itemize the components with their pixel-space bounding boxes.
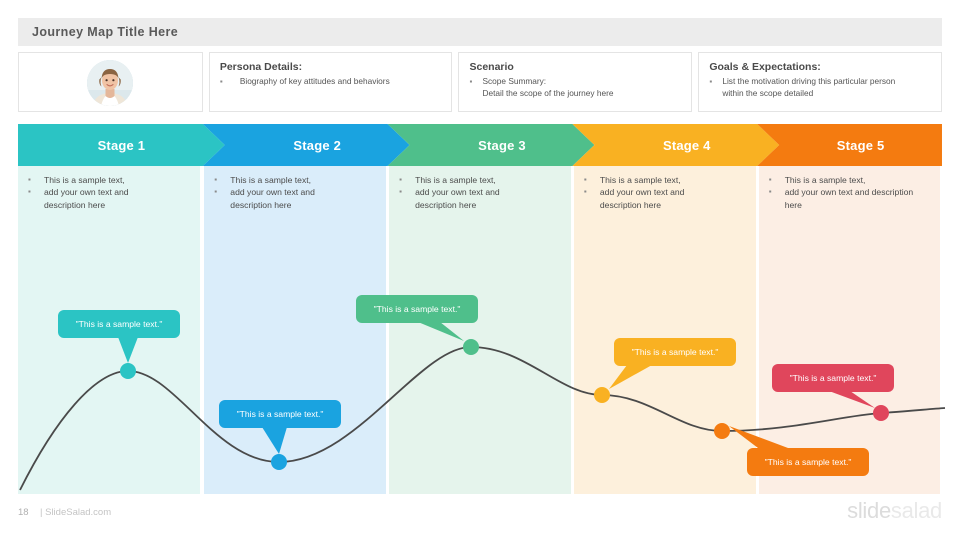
callout-bubble-text: "This is a sample text."	[631, 347, 719, 357]
stage-header-label: Stage 4	[662, 137, 711, 153]
callout-bubble-4[interactable]: "This is a sample text."	[614, 338, 736, 366]
stage-bullet-text: add your own text and	[230, 187, 315, 198]
callout-bubble-text: "This is a sample text."	[75, 319, 163, 329]
stage-column-text-2: ▪ This is a sample text, ▪ add your own tex…	[204, 166, 386, 211]
page-title: Journey Map Title Here	[32, 25, 179, 39]
stage-column-3: ▪ This is a sample text, ▪ add your own tex…	[389, 166, 571, 494]
stage-bullet: ▪ This is a sample text,	[399, 174, 561, 186]
persona-details-bullet: ▪ Biography of key attitudes and behavio…	[220, 76, 442, 88]
goals-bullet: ▪ List the motivation driving this parti…	[709, 76, 931, 88]
stage-bullet: ▪ add your own text and	[584, 186, 746, 198]
stage-bullet-continuation: description here	[44, 199, 106, 210]
goals-expectations-heading: Goals & Expectations:	[709, 61, 821, 73]
persona-info-row: Persona Details: ▪ Biography of key atti…	[18, 52, 943, 112]
slide-title-bar: Journey Map Title Here	[18, 18, 942, 46]
scenario-card: Scenario ▪ Scope Summary: Detail the sco…	[458, 52, 693, 112]
bullet-dot-icon: ▪	[583, 175, 587, 184]
callout-bubble-text: "This is a sample text."	[789, 373, 877, 383]
stage-column-text-5: ▪ This is a sample text, ▪ add your own tex…	[759, 166, 941, 211]
stage-column-text-1: ▪ This is a sample text, ▪ add your own tex…	[18, 166, 200, 211]
stage-header-label: Stage 2	[293, 137, 342, 153]
stage-bullet-text: This is a sample text,	[415, 175, 496, 185]
bullet-dot-icon: ▪	[214, 187, 218, 197]
person-photo-avatar-icon	[87, 60, 134, 106]
persona-details-heading: Persona Details:	[219, 61, 303, 73]
slidesalad-logo: slidesalad	[847, 498, 942, 524]
stage-bullet: ▪ add your own text and	[399, 186, 561, 198]
callout-bubble-text: "This is a sample text."	[764, 457, 852, 467]
stage-header-3[interactable]: Stage 3	[387, 124, 595, 166]
persona-avatar-card	[18, 52, 203, 112]
stage-bullet-text: add your own text and	[44, 187, 129, 198]
bullet-dot-icon: ▪	[214, 175, 218, 184]
logo-part-salad: salad	[890, 498, 942, 523]
callout-bubble-3[interactable]: "This is a sample text."	[356, 295, 478, 323]
scenario-bullet: ▪ Scope Summary:	[469, 76, 681, 88]
stage-bullet-text: This is a sample text,	[784, 175, 866, 185]
goals-expectations-card: Goals & Expectations: ▪ List the motivat…	[698, 52, 943, 112]
footer-site-label: | SlideSalad.com	[40, 507, 112, 518]
stage-header-label: Stage 1	[97, 137, 146, 153]
bullet-dot-icon: ▪	[399, 187, 402, 197]
stage-bullet: ▪ add your own text and	[28, 186, 190, 198]
scenario-bullet-text: Scope Summary:	[482, 76, 547, 86]
bullet-dot-icon: ▪	[768, 187, 772, 197]
persona-details-card: Persona Details: ▪ Biography of key atti…	[208, 52, 453, 112]
stage-bullet-continuation: here	[784, 199, 802, 210]
stage-header-row: Stage 1 Stage 2 Stage 3 Stage 4 Stage 5	[18, 124, 942, 166]
stage-bullet: ▪ add your own text and description	[769, 186, 931, 198]
bullet-dot-icon: ▪	[768, 175, 772, 184]
stage-header-4[interactable]: Stage 4	[572, 124, 779, 166]
callout-bubble-5[interactable]: "This is a sample text."	[747, 448, 869, 476]
stage-header-1[interactable]: Stage 1	[18, 124, 225, 166]
bullet-dot-icon: ▪	[583, 187, 587, 197]
callout-bubble-6[interactable]: "This is a sample text."	[772, 364, 894, 392]
callout-bubble-text: "This is a sample text."	[236, 409, 324, 419]
persona-details-bullet-text: Biography of key attitudes and behaviors	[239, 76, 390, 86]
stage-bullet: ▪ This is a sample text,	[28, 174, 190, 186]
logo-part-slide: slide	[847, 498, 891, 523]
stage-header-2[interactable]: Stage 2	[202, 124, 410, 166]
stage-bullet-text: add your own text and	[415, 187, 500, 198]
stage-bullet: ▪ This is a sample text,	[214, 174, 376, 186]
stage-bullet-continuation: description here	[415, 199, 477, 210]
stage-bullet-text: This is a sample text,	[599, 175, 681, 185]
scenario-sub-line: Detail the scope of the journey here	[482, 87, 614, 98]
bullet-dot-icon: ▪	[469, 77, 473, 86]
stage-bullet: ▪ add your own text and	[214, 186, 376, 198]
stage-column-text-3: ▪ This is a sample text, ▪ add your own tex…	[389, 166, 571, 211]
bullet-dot-icon: ▪	[28, 175, 31, 184]
stage-bullet-text: add your own text and description	[784, 187, 914, 198]
stage-header-5[interactable]: Stage 5	[757, 124, 942, 166]
stage-bullet: ▪ This is a sample text,	[584, 174, 746, 186]
stage-column-text-4: ▪ This is a sample text, ▪ add your own tex…	[574, 166, 756, 211]
stage-column-4: ▪ This is a sample text, ▪ add your own tex…	[573, 166, 756, 494]
goals-sub-line: within the scope detailed	[722, 87, 814, 98]
bullet-dot-icon: ▪	[399, 175, 402, 184]
stage-bullet-text: This is a sample text,	[230, 175, 312, 185]
callout-bubble-2[interactable]: "This is a sample text."	[219, 400, 341, 428]
stage-bullet-continuation: description here	[599, 199, 662, 210]
stage-column-2: ▪ This is a sample text, ▪ add your own tex…	[204, 166, 387, 494]
goals-bullet-text: List the motivation driving this particu…	[722, 76, 896, 86]
callout-bubble-text: "This is a sample text."	[373, 304, 461, 314]
stage-header-label: Stage 5	[836, 137, 885, 153]
callout-bubble-1[interactable]: "This is a sample text."	[58, 310, 180, 338]
bullet-dot-icon: ▪	[28, 187, 31, 197]
stage-bullet: ▪ This is a sample text,	[769, 174, 931, 186]
stage-bullet-text: This is a sample text,	[44, 175, 125, 185]
bullet-dot-icon: ▪	[709, 77, 713, 86]
scenario-heading: Scenario	[469, 61, 514, 73]
bullet-dot-icon: ▪	[219, 77, 223, 86]
footer-page-number: 18	[18, 507, 29, 518]
stage-bullet-continuation: description here	[230, 199, 292, 210]
stage-header-label: Stage 3	[478, 137, 526, 153]
stage-bullet-text: add your own text and	[599, 187, 685, 198]
stage-column-5: ▪ This is a sample text, ▪ add your own tex…	[758, 166, 941, 494]
